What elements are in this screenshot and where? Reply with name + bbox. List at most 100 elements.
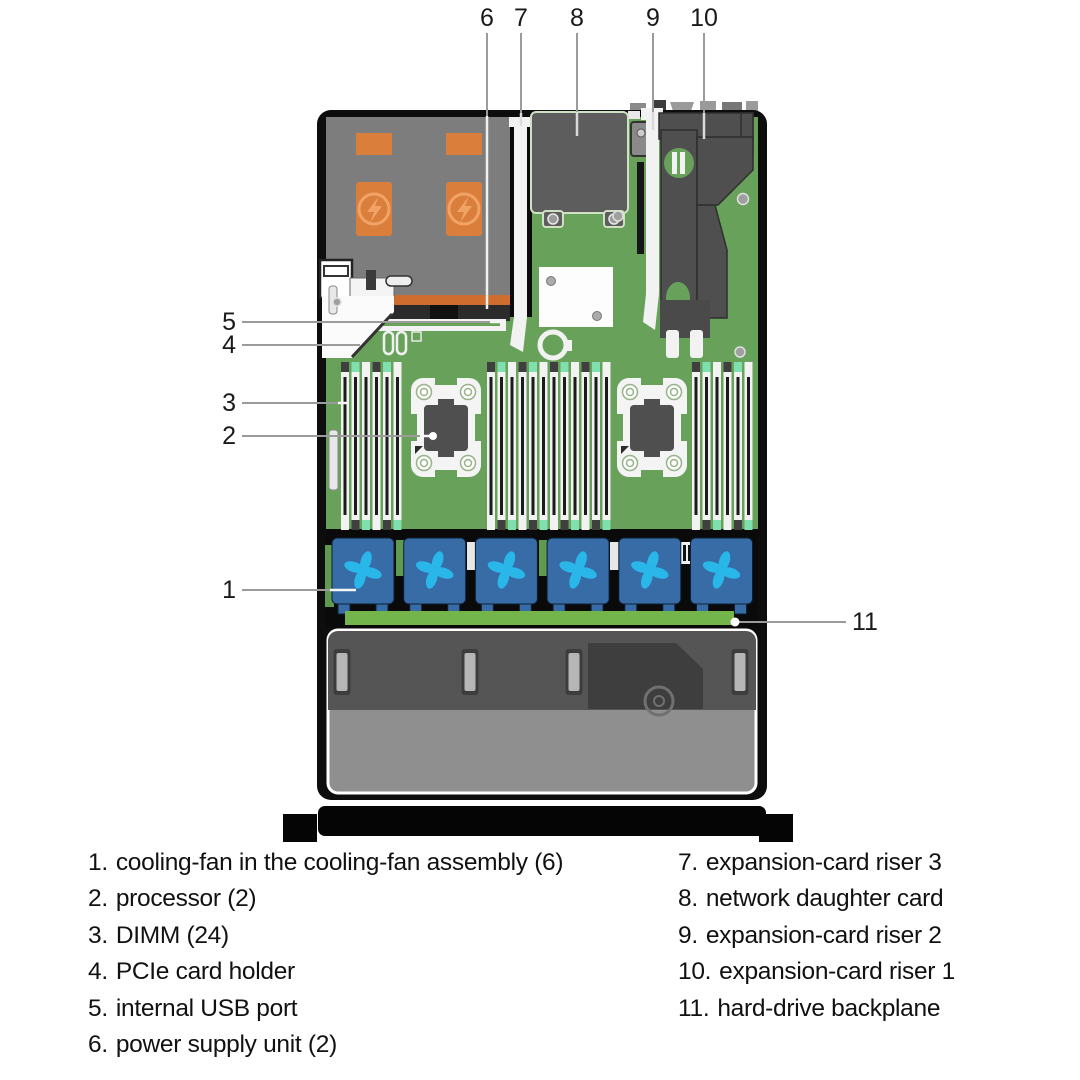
lightning-bolt-icon — [457, 196, 472, 223]
legend-number: 3. — [88, 921, 108, 949]
screw-icon — [734, 346, 746, 358]
legend-label: processor (2) — [115, 885, 257, 913]
dimm-latch — [341, 362, 349, 372]
coin-battery — [537, 329, 572, 361]
dimm-latch — [518, 362, 527, 372]
legend-number: 4. — [88, 958, 108, 986]
dimm-latch — [529, 362, 537, 372]
psu-handle — [356, 133, 392, 155]
psu-release-latch — [318, 258, 413, 300]
screw-icon — [612, 210, 624, 222]
fan-blades-icon — [487, 551, 526, 589]
drive-clip — [461, 649, 479, 695]
rear-io-ports — [630, 100, 758, 111]
dimm-latch — [744, 362, 753, 372]
dimm-latch — [518, 520, 527, 530]
dimm-latch — [592, 362, 600, 372]
legend-number: 8. — [678, 885, 698, 913]
legend-item: 7.expansion-card riser 3 — [678, 845, 955, 881]
fan-blades-icon — [702, 551, 741, 589]
legend-item: 6.power supply unit (2) — [88, 1027, 563, 1063]
dimm-latch — [508, 520, 516, 530]
dimm-latch — [723, 362, 732, 372]
callout-number-6: 6 — [480, 4, 494, 32]
vga-port — [670, 102, 694, 111]
dimm-latch — [571, 362, 579, 372]
fan-blades-icon — [416, 551, 454, 589]
dimm-latch — [539, 520, 548, 530]
drive-clip — [333, 649, 351, 695]
drive-clip — [731, 649, 749, 695]
dimm-latch — [581, 520, 590, 530]
callout-number-11: 11 — [852, 608, 878, 636]
legend-label: network daughter card — [705, 885, 944, 913]
dimm-latch — [550, 362, 558, 372]
dimm-latch — [702, 362, 711, 372]
socket-ring — [621, 454, 639, 472]
dimm-latch — [692, 362, 700, 372]
legend-item: 9.expansion-card riser 2 — [678, 918, 955, 954]
legend-number: 6. — [88, 1031, 108, 1059]
callout-number-4: 4 — [222, 331, 236, 359]
network-daughter-card — [530, 111, 629, 228]
dimm-latch — [393, 362, 402, 372]
dimm-latch — [550, 520, 558, 530]
socket-ring — [665, 383, 683, 401]
dimm-bank — [487, 362, 611, 530]
dimm-latch — [602, 520, 611, 530]
dimm-latch — [529, 520, 537, 530]
socket-ring — [459, 454, 477, 472]
processor-socket — [409, 376, 483, 479]
dimm-latch — [560, 520, 569, 530]
dimm-latch — [383, 362, 391, 372]
drive-bay-area — [326, 628, 758, 795]
dimm-latch — [487, 520, 495, 530]
cooling-fan — [690, 537, 753, 615]
fan-blades-icon — [344, 551, 382, 589]
legend-label: hard-drive backplane — [717, 994, 941, 1022]
legend-number: 10. — [678, 958, 712, 986]
cooling-fan — [618, 537, 682, 615]
legend-item: 5.internal USB port — [88, 991, 563, 1027]
dimm-latch — [362, 520, 370, 530]
expansion-card-riser-3 — [509, 117, 532, 352]
legend-label: power supply unit (2) — [115, 1031, 337, 1059]
callout-number-10: 10 — [690, 4, 718, 32]
legend-item: 10.expansion-card riser 1 — [678, 954, 955, 990]
processor-socket — [615, 376, 689, 479]
dimm-latch — [713, 362, 721, 372]
dimm-latch — [602, 362, 611, 372]
fan-blades-icon — [559, 551, 597, 589]
optical-drive-region — [588, 643, 703, 717]
dimm-latch — [351, 362, 360, 372]
chassis-base — [283, 806, 793, 842]
callout-numbers: 6 7 8 9 10 5 4 3 2 1 11 — [222, 4, 878, 636]
board-sliver — [325, 545, 334, 607]
riser-guide-prong — [690, 330, 703, 358]
riser-guide-prong — [666, 330, 679, 358]
dimm-latch — [539, 362, 548, 372]
dimm-latch — [713, 520, 721, 530]
dimm-latch — [362, 362, 370, 372]
cooling-fan-assembly — [331, 537, 753, 615]
dimm-latch — [372, 362, 381, 372]
processor — [630, 405, 674, 451]
dimm-latch — [734, 520, 742, 530]
dimm-latch — [383, 520, 391, 530]
cooling-fan — [546, 537, 610, 615]
psu-power-badge — [356, 182, 392, 236]
dimm-latch — [734, 362, 742, 372]
legend-label: internal USB port — [115, 994, 298, 1022]
dimm-latch — [592, 520, 600, 530]
expansion-card-riser-2 — [630, 108, 663, 330]
dimm-latch — [581, 362, 590, 372]
dimm-latch — [744, 520, 753, 530]
screw-icon — [547, 213, 559, 225]
legend-item: 4.PCIe card holder — [88, 954, 563, 990]
legend-item: 3.DIMM (24) — [88, 918, 563, 954]
dimm-latch — [692, 520, 700, 530]
socket-ring — [665, 454, 683, 472]
legend-label: expansion-card riser 2 — [705, 921, 942, 949]
screw-icon — [736, 192, 750, 206]
